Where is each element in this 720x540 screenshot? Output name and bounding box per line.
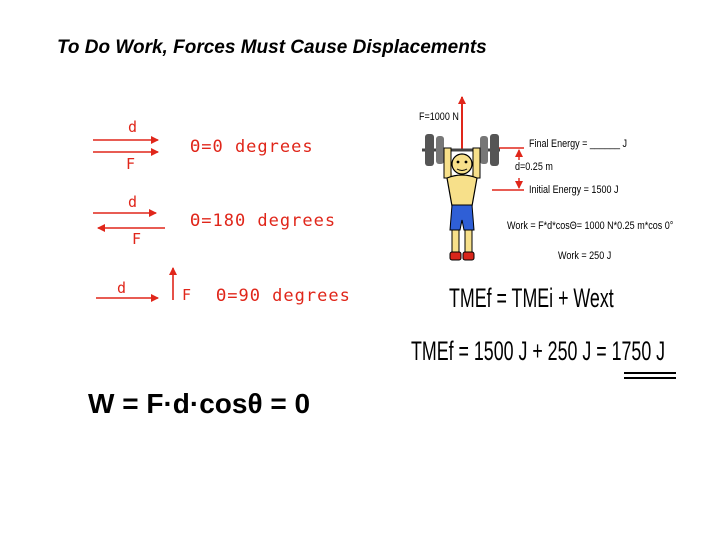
work-zero-formula: W = F·d·cosθ = 0 [88, 388, 311, 419]
case1-f-label: F [126, 155, 136, 173]
work-result: Work = 250 J [558, 250, 612, 262]
final-energy-label: Final Energy = ______ J [529, 138, 628, 150]
initial-energy-label: Initial Energy = 1500 J [529, 184, 619, 196]
displacement-label: d=0.25 m [515, 161, 553, 173]
case1-angle: Θ=0 degrees [190, 137, 314, 157]
case3-d-label: d [117, 279, 127, 297]
case2-d-label: d [128, 193, 138, 211]
case3-angle: Θ=90 degrees [216, 286, 351, 306]
weightlifter-illustration [422, 134, 500, 261]
energy-result-equation: TMEf = 1500 J + 250 J = 1750 J [411, 336, 666, 366]
energy-balance-equation: TMEf = TMEi + Wext [449, 283, 614, 313]
force-label: F=1000 N [419, 111, 459, 123]
case2-angle: Θ=180 degrees [190, 211, 337, 231]
case2-f-label: F [132, 230, 142, 248]
case3-f-label: F [182, 286, 192, 304]
page-title: To Do Work, Forces Must Cause Displaceme… [57, 37, 487, 58]
case1-d-label: d [128, 118, 138, 136]
work-formula: Work = F*d*cosΘ= 1000 N*0.25 m*cos 0° [507, 220, 674, 232]
